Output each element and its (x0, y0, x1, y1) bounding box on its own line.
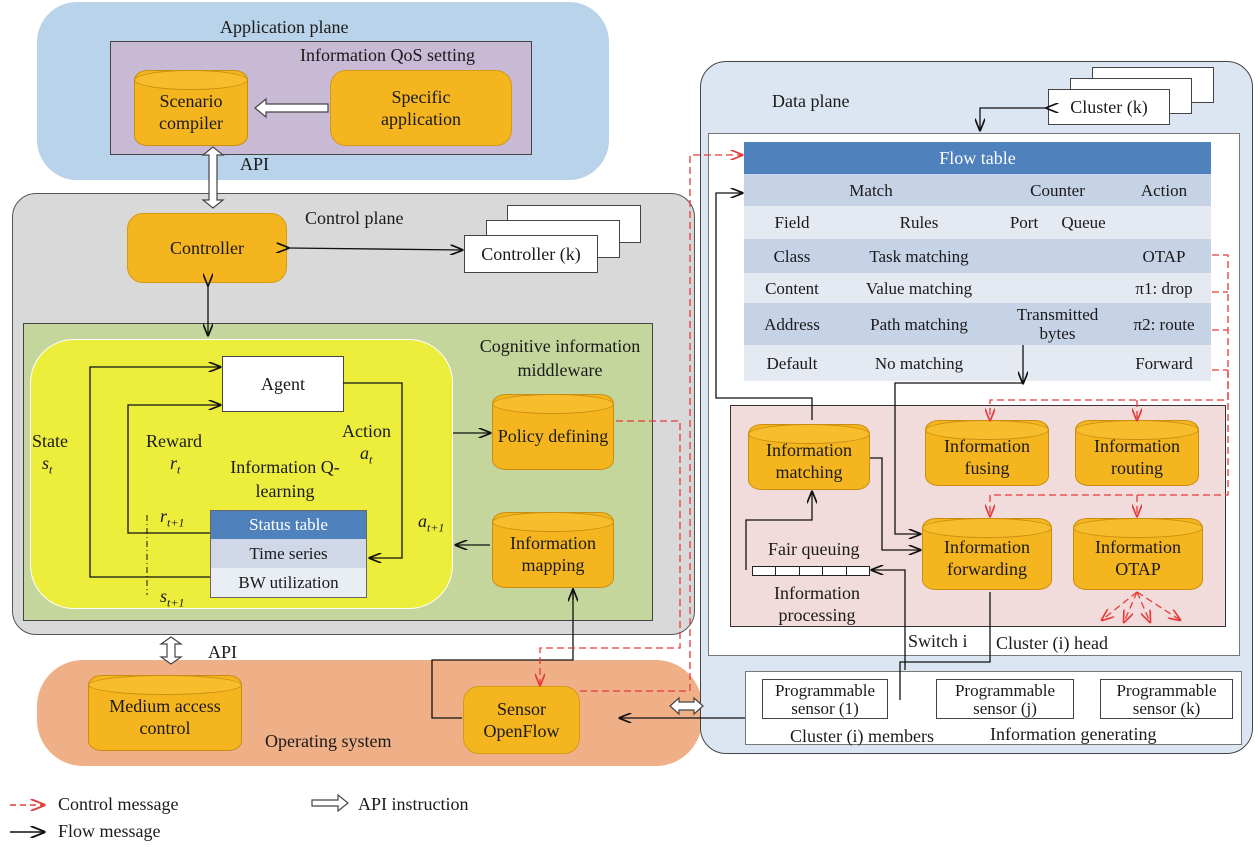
information-fusing-cylinder[interactable]: Information fusing (925, 420, 1049, 486)
legend-control-message: Control message (58, 794, 179, 814)
information-processing-label: Information processing (774, 583, 860, 625)
reward-symbol: rt (170, 453, 181, 477)
programmable-sensor-k[interactable]: Programmable sensor (k) (1100, 679, 1233, 719)
middleware-title: Cognitive information middleware (479, 336, 641, 380)
information-forwarding-cylinder[interactable]: Information forwarding (922, 518, 1052, 590)
legend-api-arrow (311, 793, 349, 813)
status-table-row-bw: BW utilization (211, 568, 366, 597)
flow-table-row-rule: Value matching (840, 273, 998, 303)
flow-table-sub-action (1117, 206, 1211, 239)
flow-table-row-action: π2: route (1117, 303, 1211, 345)
qos-setting-title: Information QoS setting (300, 45, 475, 65)
specific-application-box[interactable]: Specific application (330, 70, 512, 146)
flow-table-row-field: Default (744, 345, 840, 381)
legend-flow-message: Flow message (58, 821, 161, 841)
agent-box[interactable]: Agent (222, 356, 344, 412)
q-learning-label: Information Q-learning (230, 457, 340, 501)
flow-table-header-action: Action (1117, 174, 1211, 206)
information-otap-cylinder[interactable]: Information OTAP (1073, 518, 1203, 590)
cluster-k-card[interactable]: Cluster (k) (1048, 89, 1170, 125)
switch-label: Switch i (908, 631, 968, 651)
s-next-symbol: st+1 (160, 586, 185, 610)
flow-table-sub-rules: Rules (840, 206, 998, 239)
flow-table-row-counter (998, 345, 1117, 381)
cluster-members-label: Cluster (i) members (790, 726, 934, 746)
queue-buffer (752, 566, 870, 576)
api-label-bottom: API (208, 642, 238, 662)
flow-table-row-field: Content (744, 273, 840, 303)
fair-queuing-label: Fair queuing (768, 539, 860, 559)
flow-table-sub-queue: Queue (1050, 206, 1117, 239)
information-routing-cylinder[interactable]: Information routing (1075, 420, 1199, 486)
flow-table-row-counter (998, 273, 1117, 303)
information-generating-label: Information generating (990, 724, 1157, 744)
flow-table-sub-port: Port (998, 206, 1050, 239)
state-label: State (32, 431, 68, 451)
a-next-symbol: at+1 (418, 511, 445, 535)
flow-table-header-counter: Counter (998, 174, 1117, 206)
medium-access-control-cylinder[interactable]: Medium access control (88, 675, 242, 751)
flow-table-row-action: Forward (1117, 345, 1211, 381)
controller-box[interactable]: Controller (127, 213, 287, 283)
action-symbol: at (360, 443, 373, 467)
information-mapping-cylinder[interactable]: Information mapping (492, 512, 614, 588)
status-table-header: Status table (211, 511, 366, 539)
flow-table-row-rule: Task matching (840, 239, 998, 273)
status-table: Status table Time series BW utilization (210, 510, 367, 598)
flow-table-sub-field: Field (744, 206, 840, 239)
legend-api-instruction: API instruction (358, 794, 469, 814)
programmable-sensor-j[interactable]: Programmable sensor (j) (936, 679, 1074, 719)
control-plane-title: Control plane (305, 208, 404, 228)
flow-table-header-match: Match (744, 174, 998, 206)
flow-table-row-counter (998, 239, 1117, 273)
cluster-head-label: Cluster (i) head (996, 633, 1108, 653)
api-label-top: API (240, 154, 270, 174)
controller-k-card[interactable]: Controller (k) (464, 235, 598, 273)
sensor-openflow-box[interactable]: Sensor OpenFlow (463, 686, 580, 754)
programmable-sensor-1[interactable]: Programmable sensor (1) (762, 679, 888, 719)
flow-table-row-action: π1: drop (1117, 273, 1211, 303)
operating-system-title: Operating system (265, 731, 392, 751)
r-next-symbol: rt+1 (160, 506, 185, 530)
policy-defining-cylinder[interactable]: Policy defining (492, 394, 614, 470)
flow-table-title: Flow table (744, 142, 1211, 174)
state-symbol: st (42, 453, 53, 477)
data-plane-title: Data plane (772, 91, 850, 111)
flow-table-row-field: Address (744, 303, 840, 345)
scenario-compiler-cylinder[interactable]: Scenario compiler (134, 70, 248, 146)
flow-table-row-rule: Path matching (840, 303, 998, 345)
flow-table-row-action: OTAP (1117, 239, 1211, 273)
information-matching-cylinder[interactable]: Information matching (748, 424, 870, 490)
reward-label: Reward (146, 431, 202, 451)
application-plane-title: Application plane (220, 17, 349, 37)
status-table-row-time-series: Time series (211, 539, 366, 568)
flow-table-row-rule: No matching (840, 345, 998, 381)
flow-table-row-field: Class (744, 239, 840, 273)
flow-table-row-counter: Transmitted bytes (998, 303, 1117, 345)
action-label: Action (342, 421, 391, 441)
